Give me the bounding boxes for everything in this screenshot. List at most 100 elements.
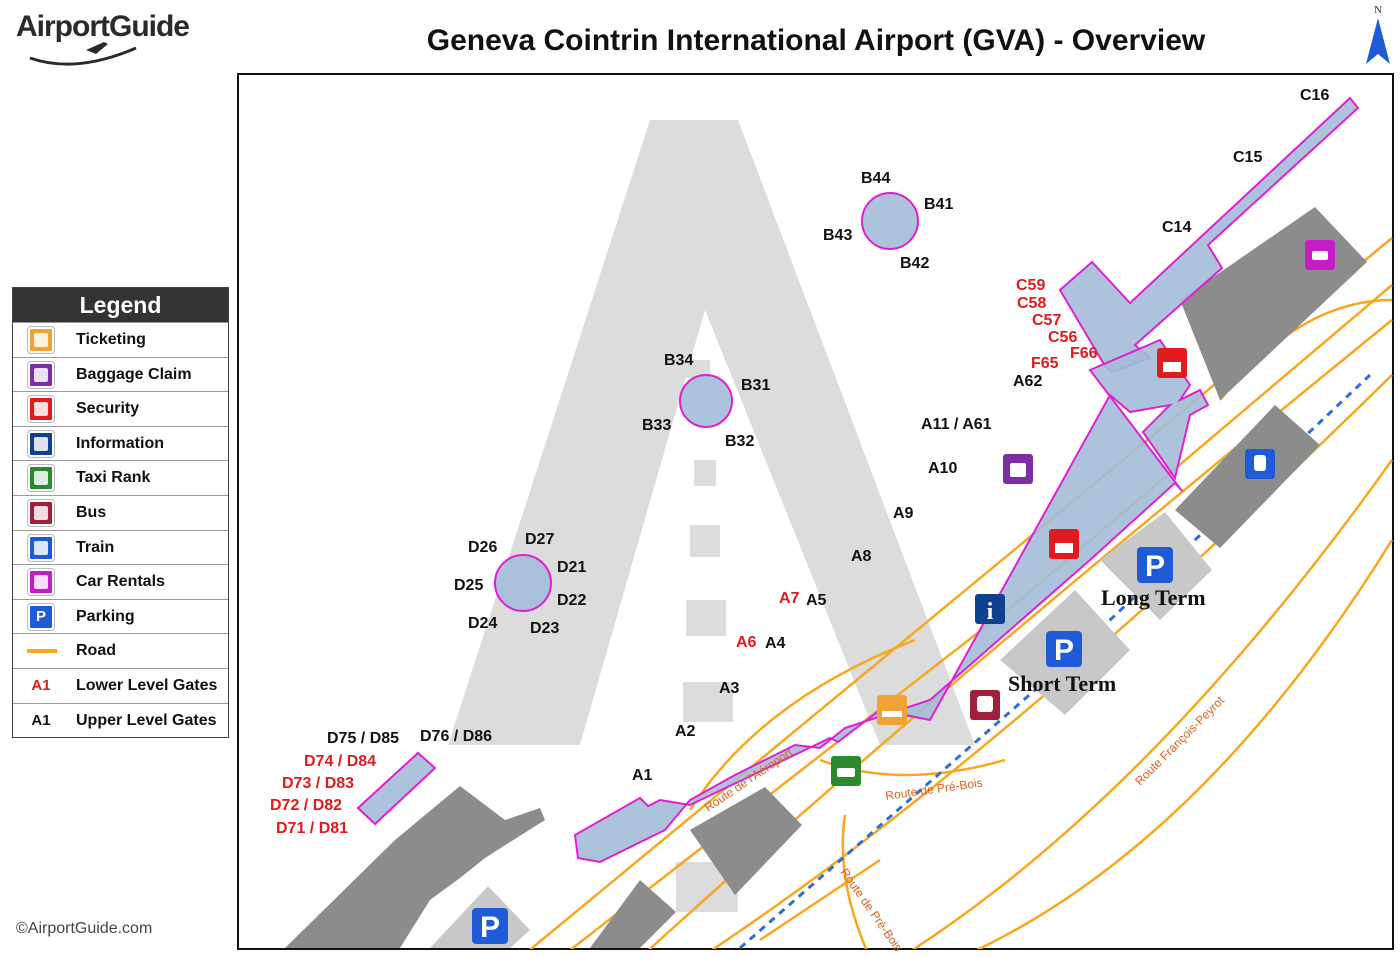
legend-item-label: Information bbox=[76, 434, 164, 452]
page-title: Geneva Cointrin International Airport (G… bbox=[426, 24, 1206, 57]
north-arrow: N bbox=[1362, 4, 1394, 68]
gate-label: D21 bbox=[557, 559, 586, 576]
taxiway-dash bbox=[694, 460, 716, 486]
legend-item-taxi-rank: Taxi Rank bbox=[13, 460, 228, 495]
legend-item-baggage-claim: Baggage Claim bbox=[13, 356, 228, 392]
gate-label: A8 bbox=[851, 548, 872, 565]
legend-item-label: Road bbox=[76, 642, 116, 660]
legend-item-road: Road bbox=[13, 633, 228, 668]
gate-label: A4 bbox=[765, 635, 786, 652]
poi-icons: P i P P bbox=[472, 240, 1335, 944]
gate-label-lower: C57 bbox=[1032, 312, 1061, 329]
copyright-text: ©AirportGuide.com bbox=[16, 920, 153, 937]
gate-label: A3 bbox=[719, 680, 740, 697]
legend-item-label: Security bbox=[76, 400, 140, 418]
legend-item-parking: P Parking bbox=[13, 598, 228, 634]
gate-label: B34 bbox=[664, 352, 693, 369]
baggage-claim-icon bbox=[27, 360, 55, 389]
train-icon bbox=[1245, 449, 1275, 479]
svg-text:P: P bbox=[1145, 550, 1165, 583]
legend-item-label: Taxi Rank bbox=[76, 469, 151, 487]
taxiway-dash bbox=[686, 600, 726, 636]
baggage-claim-icon bbox=[1003, 454, 1033, 484]
gate-label: D76 / D86 bbox=[420, 728, 492, 745]
bus-icon bbox=[970, 690, 1000, 720]
brand-name: AirportGuide bbox=[16, 10, 190, 43]
legend-item-label: Parking bbox=[76, 607, 135, 625]
road-line bbox=[27, 649, 57, 654]
building-south bbox=[285, 786, 545, 948]
satellite-b3 bbox=[679, 374, 733, 428]
gate-label: B42 bbox=[900, 255, 929, 272]
gate-label: A11 / A61 bbox=[921, 416, 992, 433]
gate-label: C16 bbox=[1300, 87, 1329, 104]
gate-label: A62 bbox=[1013, 373, 1042, 390]
parking-icon: P bbox=[27, 602, 55, 631]
gate-label-lower: C56 bbox=[1048, 329, 1077, 346]
airportguide-logo: AirportGuide bbox=[16, 8, 216, 70]
train-icon bbox=[27, 533, 55, 562]
gate-label-lower: C58 bbox=[1017, 295, 1046, 312]
building-south-small bbox=[590, 880, 676, 948]
legend-item-label: Lower Level Gates bbox=[76, 676, 218, 694]
bus-icon bbox=[27, 498, 55, 527]
legend-item-bus: Bus bbox=[13, 494, 228, 530]
terminal-main bbox=[573, 338, 1210, 864]
building-terminal-annex bbox=[690, 787, 802, 895]
legend-item-security: Security bbox=[13, 391, 228, 426]
gate-label: B33 bbox=[642, 417, 671, 434]
parking-icon: P bbox=[1137, 547, 1173, 583]
security-icon bbox=[1049, 529, 1079, 559]
svg-text:P: P bbox=[480, 911, 500, 944]
gate-label: B31 bbox=[741, 377, 770, 394]
gate-label-lower: D74 / D84 bbox=[304, 753, 376, 770]
short-term-parking-label: Short Term bbox=[1008, 671, 1116, 696]
gate-label: D23 bbox=[530, 620, 559, 637]
gate-label: D25 bbox=[454, 577, 483, 594]
legend-item-label: Upper Level Gates bbox=[76, 711, 217, 729]
north-arrow-icon bbox=[1366, 18, 1390, 64]
taxiway-dash bbox=[690, 525, 720, 557]
information-icon: i bbox=[975, 594, 1005, 625]
taxi-icon bbox=[831, 756, 861, 786]
satellite-d2 bbox=[494, 554, 552, 612]
gate-labels: C16 C15 C14 B44 B41 B43 B42 B34 B31 B33 … bbox=[270, 87, 1329, 837]
legend-item-information: Information bbox=[13, 425, 228, 461]
north-label: N bbox=[1374, 4, 1382, 16]
gate-label-lower: D72 / D82 bbox=[270, 797, 342, 814]
gate-label-lower: F66 bbox=[1070, 345, 1098, 362]
taxiway-dash bbox=[680, 360, 710, 378]
gate-label: A5 bbox=[806, 592, 827, 609]
gate-label: B32 bbox=[725, 433, 754, 450]
gate-label: D75 / D85 bbox=[327, 730, 399, 747]
svg-text:i: i bbox=[987, 599, 994, 625]
information-icon bbox=[27, 429, 55, 458]
gate-label: C15 bbox=[1233, 149, 1262, 166]
car-rental-icon bbox=[27, 568, 55, 597]
legend-item-label: Car Rentals bbox=[76, 573, 165, 591]
gate-label: D26 bbox=[468, 539, 497, 556]
car-rental-icon bbox=[1305, 240, 1335, 270]
legend-item-car-rentals: Car Rentals bbox=[13, 564, 228, 599]
gate-label: D22 bbox=[557, 592, 586, 609]
gate-label: A10 bbox=[928, 460, 957, 477]
lower-gate-sample: A1 bbox=[31, 676, 51, 694]
taxiway-dash bbox=[683, 682, 733, 722]
gate-label: C14 bbox=[1162, 219, 1191, 236]
gate-label: D27 bbox=[525, 531, 554, 548]
legend-item-label: Baggage Claim bbox=[76, 365, 192, 383]
gate-label: D24 bbox=[468, 615, 497, 632]
gate-label: B44 bbox=[861, 170, 890, 187]
taxi-icon bbox=[27, 464, 55, 493]
security-icon bbox=[27, 395, 55, 424]
legend-item-lower-level-gates: A1 Lower Level Gates bbox=[13, 667, 228, 703]
plane-swoosh-icon bbox=[29, 42, 137, 66]
gate-label-lower: F65 bbox=[1031, 355, 1059, 372]
gate-label-lower: C59 bbox=[1016, 277, 1045, 294]
legend-item-label: Bus bbox=[76, 503, 107, 521]
gate-label: A1 bbox=[632, 767, 653, 784]
gate-label-lower: D73 / D83 bbox=[282, 775, 354, 792]
legend-title: Legend bbox=[13, 288, 228, 322]
gate-label: B41 bbox=[924, 196, 953, 213]
